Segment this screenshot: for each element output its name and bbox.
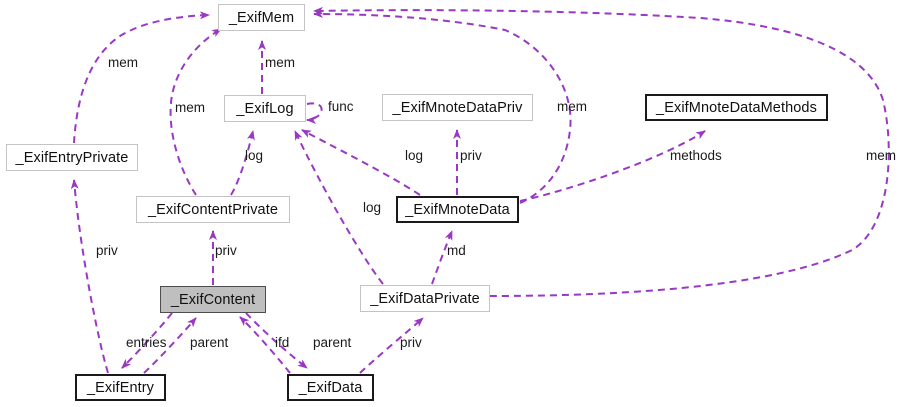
- node-exiflog[interactable]: _ExifLog: [224, 95, 306, 122]
- edge-exiflog-exiflog-func: [306, 102, 323, 124]
- edge-exifdataprivate-exifmem: [313, 6, 890, 297]
- edge-label-mem-dataprivate: mem: [866, 148, 896, 163]
- edge-exifmnotedata-exifmnotedatamethods: [519, 130, 706, 202]
- edge-exifcontent-exifentry: [121, 312, 173, 369]
- edge-label-mem-log: mem: [265, 55, 295, 70]
- node-label: _ExifMnoteDataMethods: [656, 99, 817, 116]
- edge-paths: [70, 6, 890, 374]
- node-exifcontentprivate[interactable]: _ExifContentPrivate: [136, 196, 290, 223]
- node-label: _ExifData: [298, 379, 363, 396]
- edge-exifdata-exifdataprivate: [359, 317, 424, 374]
- edge-exifdataprivate-exiflog: [294, 130, 384, 285]
- edge-exifmnotedata-exifmem: [313, 10, 572, 204]
- node-exifdataprivate[interactable]: _ExifDataPrivate: [360, 285, 490, 312]
- node-label: _ExifDataPrivate: [370, 290, 480, 307]
- edge-label-ifd: ifd: [275, 335, 290, 350]
- node-label: _ExifContent: [170, 291, 256, 308]
- node-label: _ExifMnoteDataPriv: [392, 99, 523, 116]
- edge-label-md: md: [447, 243, 466, 258]
- edge-label-log-dataprivate: log: [363, 200, 382, 215]
- node-exifentryprivate[interactable]: _ExifEntryPrivate: [6, 144, 138, 171]
- node-label: _ExifMem: [228, 9, 295, 26]
- node-label: _ExifMnoteData: [405, 201, 510, 218]
- edge-label-parent-data: parent: [313, 335, 352, 350]
- edge-exifcontent-exifdata: [245, 312, 308, 369]
- edge-label-entries: entries: [126, 335, 167, 350]
- node-exifmnotedatamethods[interactable]: _ExifMnoteDataMethods: [645, 94, 828, 121]
- edge-exifentry-exifentryprivate: [70, 179, 109, 374]
- edge-label-mem-mnotedata: mem: [557, 99, 587, 114]
- node-label: _ExifEntryPrivate: [15, 149, 129, 166]
- edge-label-priv-contentprivate: priv: [215, 243, 237, 258]
- edge-exifmnotedata-exiflog: [301, 129, 421, 196]
- edge-label-mem-contentprivate: mem: [175, 100, 205, 115]
- edge-label-parent-entry: parent: [190, 335, 229, 350]
- node-exifmnotedatapriv[interactable]: _ExifMnoteDataPriv: [382, 94, 533, 121]
- edge-label-methods: methods: [670, 148, 722, 163]
- edge-exifdata-exifcontent: [239, 316, 291, 374]
- node-exifdata[interactable]: _ExifData: [287, 374, 374, 401]
- edge-exifcontentprivate-exiflog: [230, 130, 255, 196]
- edge-exifentry-exifcontent: [143, 317, 197, 374]
- edge-label-log-contentprivate: log: [245, 148, 264, 163]
- node-label: _ExifContentPrivate: [147, 201, 279, 218]
- node-label: _ExifEntry: [86, 379, 155, 396]
- edge-label-priv-dataprivate: priv: [400, 335, 422, 350]
- edge-label-priv-entryprivate: priv: [96, 243, 118, 258]
- node-exifmem[interactable]: _ExifMem: [218, 4, 305, 31]
- edge-label-func: func: [328, 99, 354, 114]
- edge-exifdataprivate-exifmnotedata: [431, 230, 453, 285]
- node-exifcontent[interactable]: _ExifContent: [160, 286, 266, 313]
- node-exifmnotedata[interactable]: _ExifMnoteData: [396, 196, 519, 223]
- edge-label-priv-mnotedatapriv: priv: [460, 148, 482, 163]
- edge-label-mem-entryprivate: mem: [108, 55, 138, 70]
- node-exifentry[interactable]: _ExifEntry: [75, 374, 166, 401]
- edge-exifentryprivate-exifmem: [73, 11, 210, 144]
- edge-exifcontentprivate-exifmem: [169, 28, 222, 196]
- node-label: _ExifLog: [236, 100, 294, 117]
- edge-label-log-mnotedata: log: [405, 148, 424, 163]
